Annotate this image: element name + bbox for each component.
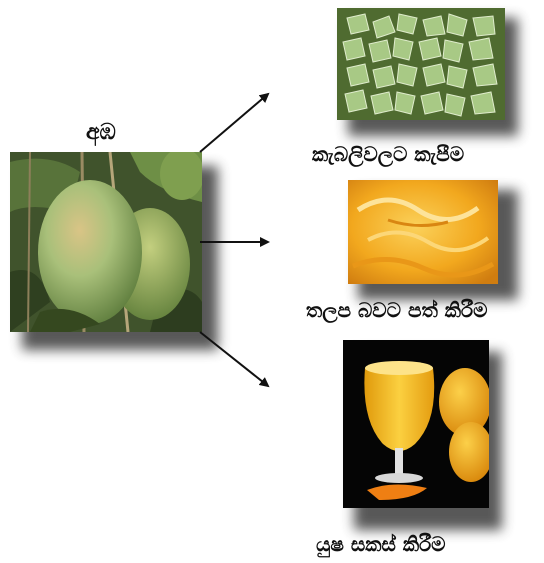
pulp-label: තලප බවට පත් කිරීම <box>306 298 487 322</box>
juice-label: යුෂ සකස් කිරීම <box>316 532 446 556</box>
pieces-label: කැබලිවලට කැපීම <box>312 142 464 166</box>
arrow-to-juice <box>200 332 268 386</box>
arrow-to-pieces <box>200 94 268 152</box>
